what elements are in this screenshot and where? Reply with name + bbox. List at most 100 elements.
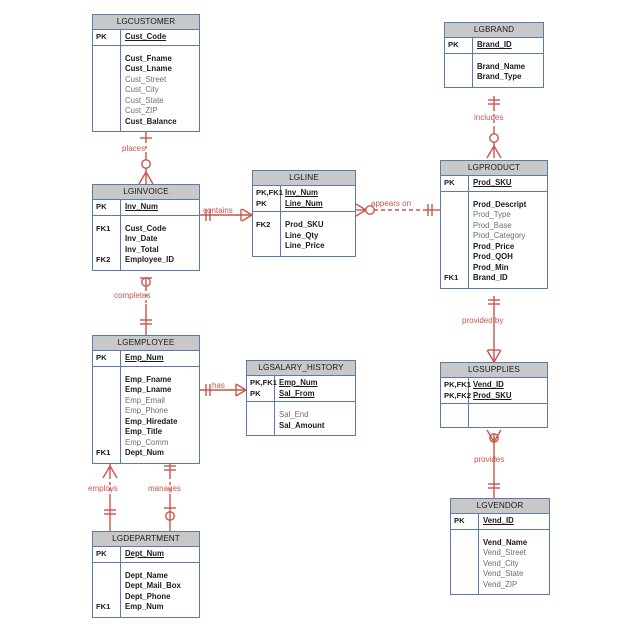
entity-title-lgproduct: LGPRODUCT: [441, 161, 547, 176]
key-flag: PK: [96, 32, 107, 41]
key-column-lgdepartment-body: FK1: [93, 562, 121, 617]
attribute-column-lgproduct-pk: Prod_SKU: [469, 176, 547, 191]
attribute-name: Prod_Base: [473, 220, 512, 230]
key-column-lgcustomer-body: [93, 45, 121, 131]
attribute-name: Cust_Code: [125, 32, 167, 41]
relationship-label-manages[interactable]: manages: [148, 484, 181, 493]
relationship-label-provided-by[interactable]: provided by: [462, 316, 504, 325]
attribute-name: Inv_Num: [125, 202, 158, 211]
attributes-section-lgsupplies: [441, 404, 547, 427]
key-flag: PK,FK2: [444, 390, 472, 400]
key-flag: [444, 200, 468, 211]
key-flag: [96, 417, 120, 428]
relationship-label-provides[interactable]: provides: [474, 455, 505, 464]
relationship-label-includes[interactable]: includes: [474, 113, 504, 122]
attribute-name: Prod_Price: [473, 241, 515, 251]
key-flag: [96, 117, 120, 128]
key-flag: [96, 96, 120, 107]
attribute-name: Dept_Phone: [125, 591, 171, 601]
relationship-label-completes[interactable]: completes: [114, 291, 151, 300]
entity-title-lgsupplies: LGSUPPLIES: [441, 363, 547, 378]
attribute-column-lginvoice-pk: Inv_Num: [121, 200, 199, 215]
relationship-label-contains[interactable]: contains: [203, 206, 233, 215]
attribute-name: Prod_SKU: [473, 178, 512, 187]
attribute-name: Vend_State: [483, 569, 524, 578]
key-column-lgsalary_history-body: [247, 402, 275, 435]
entity-title-lgbrand: LGBRAND: [445, 23, 543, 38]
relationship-label-places[interactable]: places: [122, 144, 146, 153]
attribute-name: Brand_Name: [477, 61, 526, 71]
attribute-name: Emp_Phone: [125, 406, 168, 415]
key-flag: [96, 64, 120, 75]
key-flag: FK1: [96, 448, 111, 457]
key-flag: FK2: [256, 220, 271, 229]
attribute-name: Vend_ID: [473, 380, 504, 389]
relationship-label-has[interactable]: has: [212, 381, 225, 390]
attribute-name: Cust_Lname: [125, 64, 172, 73]
attribute-name: Line_Price: [285, 241, 325, 250]
key-flag: [96, 75, 120, 86]
key-flag: [448, 62, 472, 73]
relationship-provided-by: [486, 296, 502, 363]
key-flag: [96, 54, 120, 65]
attribute-name: Employee_ID: [125, 255, 174, 264]
attribute-name: Emp_Hiredate: [125, 416, 178, 426]
key-flag: [454, 580, 478, 591]
relationship-includes: [486, 96, 502, 159]
key-flag: PK: [96, 202, 107, 211]
key-column-lgproduct-body: FK1: [441, 191, 469, 288]
key-flag: [454, 538, 478, 549]
attribute-column-lgsupplies-body: [469, 404, 547, 427]
entity-title-lgemployee: LGEMPLOYEE: [93, 336, 199, 351]
relationship-places: [138, 131, 154, 185]
key-column-lgcustomer-pk: PK: [93, 30, 121, 45]
key-flag: PK: [448, 40, 459, 49]
pk-section-lgcustomer: PK Cust_Code: [93, 30, 199, 46]
key-column-lginvoice-pk: PK: [93, 200, 121, 215]
key-flag: [96, 234, 120, 245]
attribute-name: Emp_Title: [125, 427, 163, 436]
attribute-name: Brand_ID: [477, 40, 512, 49]
attribute-name: Vend_City: [483, 558, 519, 568]
relationship-label-appears-on[interactable]: appears on: [371, 199, 412, 208]
key-flag: [250, 410, 274, 421]
relationship-label-employs[interactable]: employs: [88, 484, 118, 493]
key-flag: PK,FK1: [256, 188, 284, 197]
key-column-lginvoice-body: FK1 FK2: [93, 215, 121, 270]
attribute-name: Sal_End: [279, 410, 309, 419]
key-flag: [444, 210, 468, 221]
attribute-name: Vend_ID: [483, 516, 514, 525]
key-flag: [96, 427, 120, 438]
key-column-lgvendor-body: [451, 529, 479, 594]
attribute-column-lgbrand-pk: Brand_ID: [473, 38, 543, 53]
key-column-lgemployee-body: FK1: [93, 366, 121, 463]
attribute-name: Inv_Num: [285, 188, 318, 197]
attribute-name: Emp_Num: [279, 378, 318, 387]
attribute-name: Emp_Num: [125, 353, 164, 362]
key-flag: [96, 592, 120, 603]
